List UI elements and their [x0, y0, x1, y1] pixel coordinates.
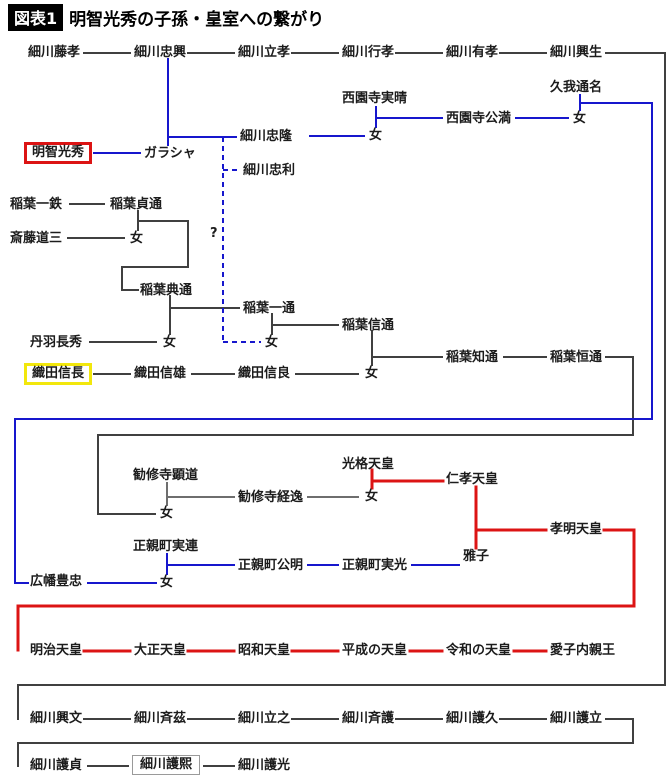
node-emperor-kokaku: 光格天皇	[342, 457, 395, 472]
node-hosokawa-aritaka: 細川有孝	[446, 45, 499, 60]
node-saionji-saneharu: 西園寺実晴	[342, 91, 408, 106]
node-emperor-showa: 昭和天皇	[238, 643, 291, 658]
page-title: 明智光秀の子孫・皇室への繋がり	[69, 10, 325, 30]
node-gracia: ガラシャ	[144, 146, 196, 161]
node-saito-dosan: 斎藤道三	[10, 231, 63, 246]
node-daughter-ogimachi: 女	[160, 575, 174, 590]
node-hosokawa-morihiro: 細川護熙	[132, 755, 201, 775]
node-ogimachi-kinaki: 正親町公明	[238, 558, 304, 573]
figure-number-badge: 図表1	[8, 4, 64, 31]
node-hosokawa-tadatoshi: 細川忠利	[243, 163, 296, 178]
node-ogimachi-sanemitsu: 正親町実光	[342, 558, 408, 573]
node-oda-nobunaga: 織田信長	[24, 363, 93, 385]
node-hosokawa-tatsutaka: 細川立孝	[238, 45, 291, 60]
node-oda-nobuyoshi: 織田信良	[238, 366, 291, 381]
node-emperor-ninko: 仁孝天皇	[446, 472, 499, 487]
node-kajuji-tsunehaya: 勧修寺経逸	[238, 490, 304, 505]
node-hosokawa-okifumi: 細川興文	[30, 711, 83, 726]
node-inaba-tomomichi: 稲葉知通	[446, 350, 499, 365]
node-niwa-nagahide: 丹羽長秀	[30, 335, 83, 350]
node-daughter-oda: 女	[365, 366, 379, 381]
node-emperor-reiwa: 令和の天皇	[446, 643, 512, 658]
node-hosokawa-moritatsu: 細川護立	[550, 711, 603, 726]
uncertainty-mark: ?	[210, 226, 218, 241]
node-hosokawa-yukitaka: 細川行孝	[342, 45, 395, 60]
node-koga-michina: 久我通名	[550, 80, 603, 95]
node-hosokawa-narishige: 細川斉茲	[134, 711, 187, 726]
node-daughter-uncertain: 女	[265, 335, 279, 350]
node-daughter-koga: 女	[573, 111, 587, 126]
node-ogimachi-sanetsura: 正親町実連	[133, 539, 199, 554]
node-princess-aiko: 愛子内親王	[550, 643, 616, 658]
node-hosokawa-okinari: 細川興生	[550, 45, 603, 60]
node-inaba-nobumichi: 稲葉信通	[342, 318, 395, 333]
node-daughter-kajuji: 女	[365, 489, 379, 504]
node-saionji-kinmitsu: 西園寺公満	[446, 111, 512, 126]
node-hosokawa-morihisa: 細川護久	[446, 711, 499, 726]
node-emperor-taisho: 大正天皇	[134, 643, 187, 658]
node-daughter-niwa: 女	[163, 335, 177, 350]
node-hosokawa-morisada: 細川護貞	[30, 758, 83, 773]
node-daughter-inaba: 女	[160, 506, 174, 521]
node-hosokawa-tadaoki: 細川忠興	[134, 45, 187, 60]
node-hosokawa-fujitaka: 細川藤孝	[28, 45, 81, 60]
node-emperor-heisei: 平成の天皇	[342, 643, 408, 658]
node-inaba-kazumichi: 稲葉一通	[243, 301, 296, 316]
node-masako: 雅子	[463, 549, 490, 564]
node-emperor-meiji: 明治天皇	[30, 643, 83, 658]
node-emperor-komei: 孝明天皇	[550, 522, 603, 537]
node-kajuji-akimichi: 勧修寺顕道	[133, 468, 199, 483]
node-daughter-saito: 女	[130, 231, 144, 246]
node-hosokawa-morimitsu: 細川護光	[238, 758, 291, 773]
node-hirohata-toyotada: 広幡豊忠	[30, 574, 83, 589]
node-hosokawa-narimori: 細川斉護	[342, 711, 395, 726]
node-oda-nobukatsu: 織田信雄	[134, 366, 187, 381]
node-akechi-mitsuhide: 明智光秀	[24, 142, 93, 164]
node-inaba-tsunemichi: 稲葉恒通	[550, 350, 603, 365]
node-inaba-ittetsu: 稲葉一鉄	[10, 197, 63, 212]
node-hosokawa-tadataka: 細川忠隆	[240, 129, 293, 144]
diagram-title: 図表1 明智光秀の子孫・皇室への繋がり	[8, 4, 324, 31]
node-daughter-saionji: 女	[369, 128, 383, 143]
node-inaba-norimichi: 稲葉典通	[140, 283, 193, 298]
node-hosokawa-tatsuyuki: 細川立之	[238, 711, 291, 726]
node-inaba-sadamichi: 稲葉貞通	[110, 197, 163, 212]
